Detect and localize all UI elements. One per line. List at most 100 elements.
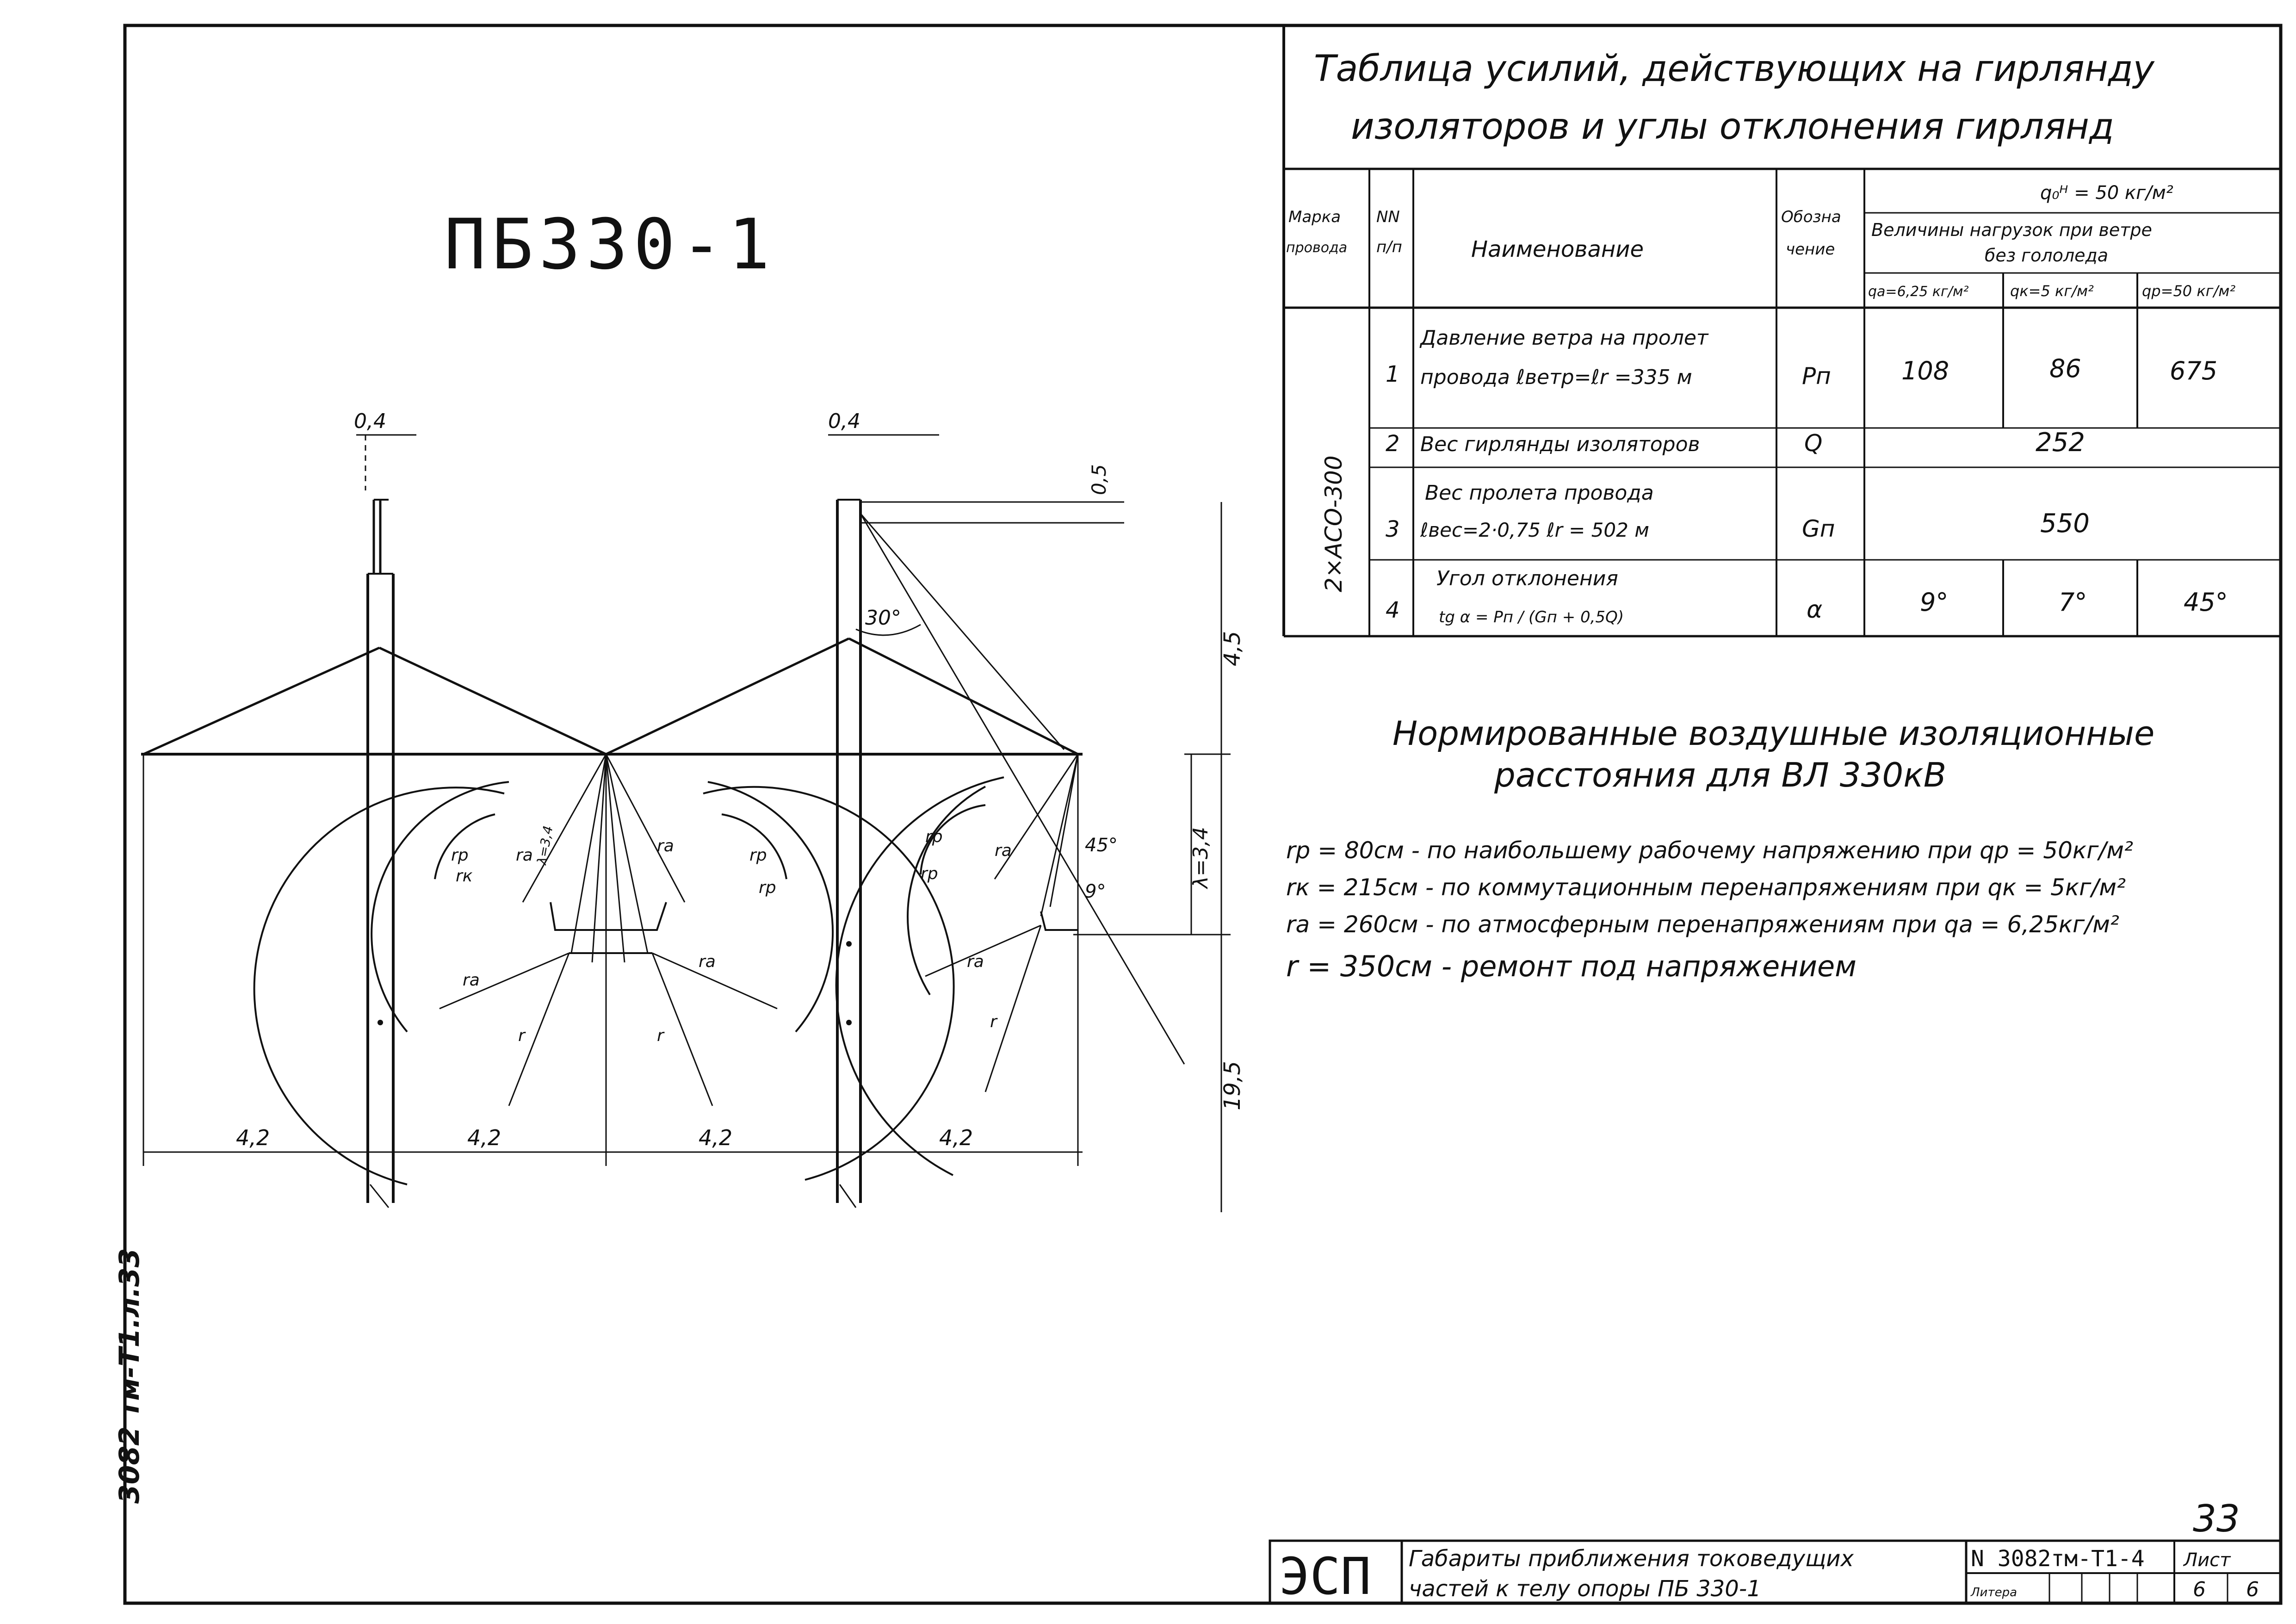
radius-line [984, 925, 1042, 1092]
protection-angle-line [860, 513, 1065, 750]
row4-v3: 45° [2184, 588, 2228, 617]
header-loads-1: Величины нагрузок при ветре [1871, 220, 2152, 240]
angle-arc [855, 624, 921, 636]
clearance-arc-rk [434, 813, 495, 880]
dim-height-bottom: 19,5 [1219, 1061, 1245, 1110]
title-block-sheet-b: 6 [2246, 1578, 2259, 1601]
label-r: r [657, 1026, 665, 1045]
crossarm [605, 637, 850, 756]
row2-symbol: Q [1804, 430, 1822, 457]
title-block-doc-no: N 3082тм-Т1-4 [1971, 1546, 2145, 1572]
row1-name-1: Давление ветра на пролет [1419, 326, 1709, 350]
radius-line [591, 754, 607, 963]
row4-name-2: tg α = Pп / (Gп + 0,5Q) [1439, 608, 1624, 626]
clearance-line-1: rp = 80см - по наибольшему рабочему напр… [1286, 837, 2133, 864]
crossarm [142, 646, 380, 756]
clearance-arc-rk [920, 804, 986, 875]
radius-line [508, 953, 570, 1106]
clearance-arc-rk [721, 813, 787, 880]
row3-name-2: ℓвес=2·0,75 ℓr = 502 м [1420, 519, 1649, 541]
break-mark [839, 1184, 857, 1208]
header-symbol-2: чение [1786, 240, 1835, 259]
radius-line [439, 952, 569, 1010]
row4-v2: 7° [2059, 588, 2087, 617]
clearance-arc-r [253, 787, 505, 1185]
radius-line [652, 952, 778, 1010]
radius-line [605, 754, 625, 963]
clearance-line-3: ra = 260см - по атмосферным перенапряжен… [1286, 911, 2119, 938]
title-block-desc-1: Габариты приближения токоведущих [1409, 1546, 1854, 1572]
title-block: ЭСП Габариты приближения токоведущих час… [1269, 1539, 2282, 1606]
title-block-frame [1269, 1539, 2282, 1605]
dim-lambda: λ=3,4 [1189, 827, 1213, 889]
label-rp: rp [925, 827, 943, 846]
bolt-dot [846, 1020, 852, 1025]
bolt-dot [378, 1020, 383, 1025]
radius-line [994, 754, 1079, 880]
dim-span-4: 4,2 [939, 1125, 973, 1150]
page-number: 33 [2193, 1497, 2240, 1540]
label-r: r [990, 1012, 998, 1031]
table-title-line2: изоляторов и углы отклонения гирлянд [1351, 106, 2114, 148]
row4-symbol: α [1807, 596, 1822, 624]
dim-top-right: 0,4 [828, 409, 860, 433]
label-ra: ra [995, 841, 1012, 860]
header-num-1: NN [1376, 208, 1400, 226]
radius-line [1049, 754, 1079, 907]
header-qa: qa=6,25 кг/м² [1868, 284, 1969, 300]
radius-line [1040, 754, 1079, 917]
row1-v1: 108 [1901, 356, 1949, 385]
clearance-arc-ra [371, 781, 509, 1033]
radius-line [651, 953, 713, 1106]
table-title-line1: Таблица усилий, действующих на гирлянду [1314, 48, 2155, 90]
title-block-litera-label: Литера [1970, 1586, 2017, 1599]
header-symbol-1: Обозна [1781, 208, 1841, 226]
row3-name-1: Вес пролета провода [1425, 481, 1654, 505]
dim-height-top: 4,5 [1219, 631, 1245, 666]
row1-symbol: Pп [1802, 363, 1831, 390]
label-ra: ra [657, 837, 674, 855]
row1-v2: 86 [2049, 354, 2081, 383]
conductor-bundle [550, 902, 667, 931]
row2-num: 2 [1386, 431, 1400, 457]
mark-value: 2×АСО-300 [1320, 455, 1347, 592]
header-mark-1: Марка [1288, 208, 1341, 226]
sheet-frame [123, 24, 2283, 1605]
label-lambda-small: λ=3,4 [534, 824, 556, 867]
conductor-bundle [1040, 911, 1078, 931]
header-qk: qк=5 кг/м² [2010, 282, 2094, 300]
row4-num: 4 [1386, 597, 1400, 623]
protection-angle-line [860, 513, 1185, 1065]
row2-name: Вес гирлянды изоляторов [1420, 433, 1700, 456]
clearance-arc-r [835, 776, 1004, 1176]
label-rp: rp [451, 846, 469, 865]
header-qp: qp=50 кг/м² [2142, 282, 2235, 300]
radius-line [605, 754, 649, 954]
row4-name-1: Угол отклонения [1436, 567, 1618, 590]
header-name: Наименование [1471, 236, 1644, 262]
title-block-desc-2: частей к телу опоры ПБ 330-1 [1409, 1576, 1761, 1602]
label-rp: rp [749, 846, 767, 865]
clearance-arc-ra [907, 786, 986, 996]
label-ra: ra [516, 846, 533, 865]
row1-num: 1 [1386, 361, 1400, 387]
clearance-arc-r [703, 786, 955, 1181]
drawing-title: ПБ330-1 [444, 205, 775, 285]
side-annotation: 3082 тм-Т1.л.33 [113, 1248, 146, 1504]
title-block-list-label: Лист [2183, 1550, 2231, 1571]
clearance-line-2: rк = 215см - по коммутационным перенапря… [1286, 874, 2126, 901]
clearance-line-4: r = 350см - ремонт под напряжением [1286, 949, 1857, 983]
title-block-sheet-a: 6 [2193, 1578, 2206, 1601]
radius-line [522, 754, 607, 903]
label-rp: rp [759, 878, 776, 897]
dim-span-1: 4,2 [236, 1125, 270, 1150]
clearance-arc-ra [707, 781, 834, 1033]
row4-v1: 9° [1920, 588, 1948, 617]
row2-merged: 252 [2036, 428, 2085, 458]
crossarm [378, 646, 607, 756]
angle-45: 45° [1085, 835, 1118, 856]
label-rp: rp [921, 864, 938, 883]
label-ra: ra [463, 971, 480, 990]
label-ra: ra [967, 952, 984, 971]
